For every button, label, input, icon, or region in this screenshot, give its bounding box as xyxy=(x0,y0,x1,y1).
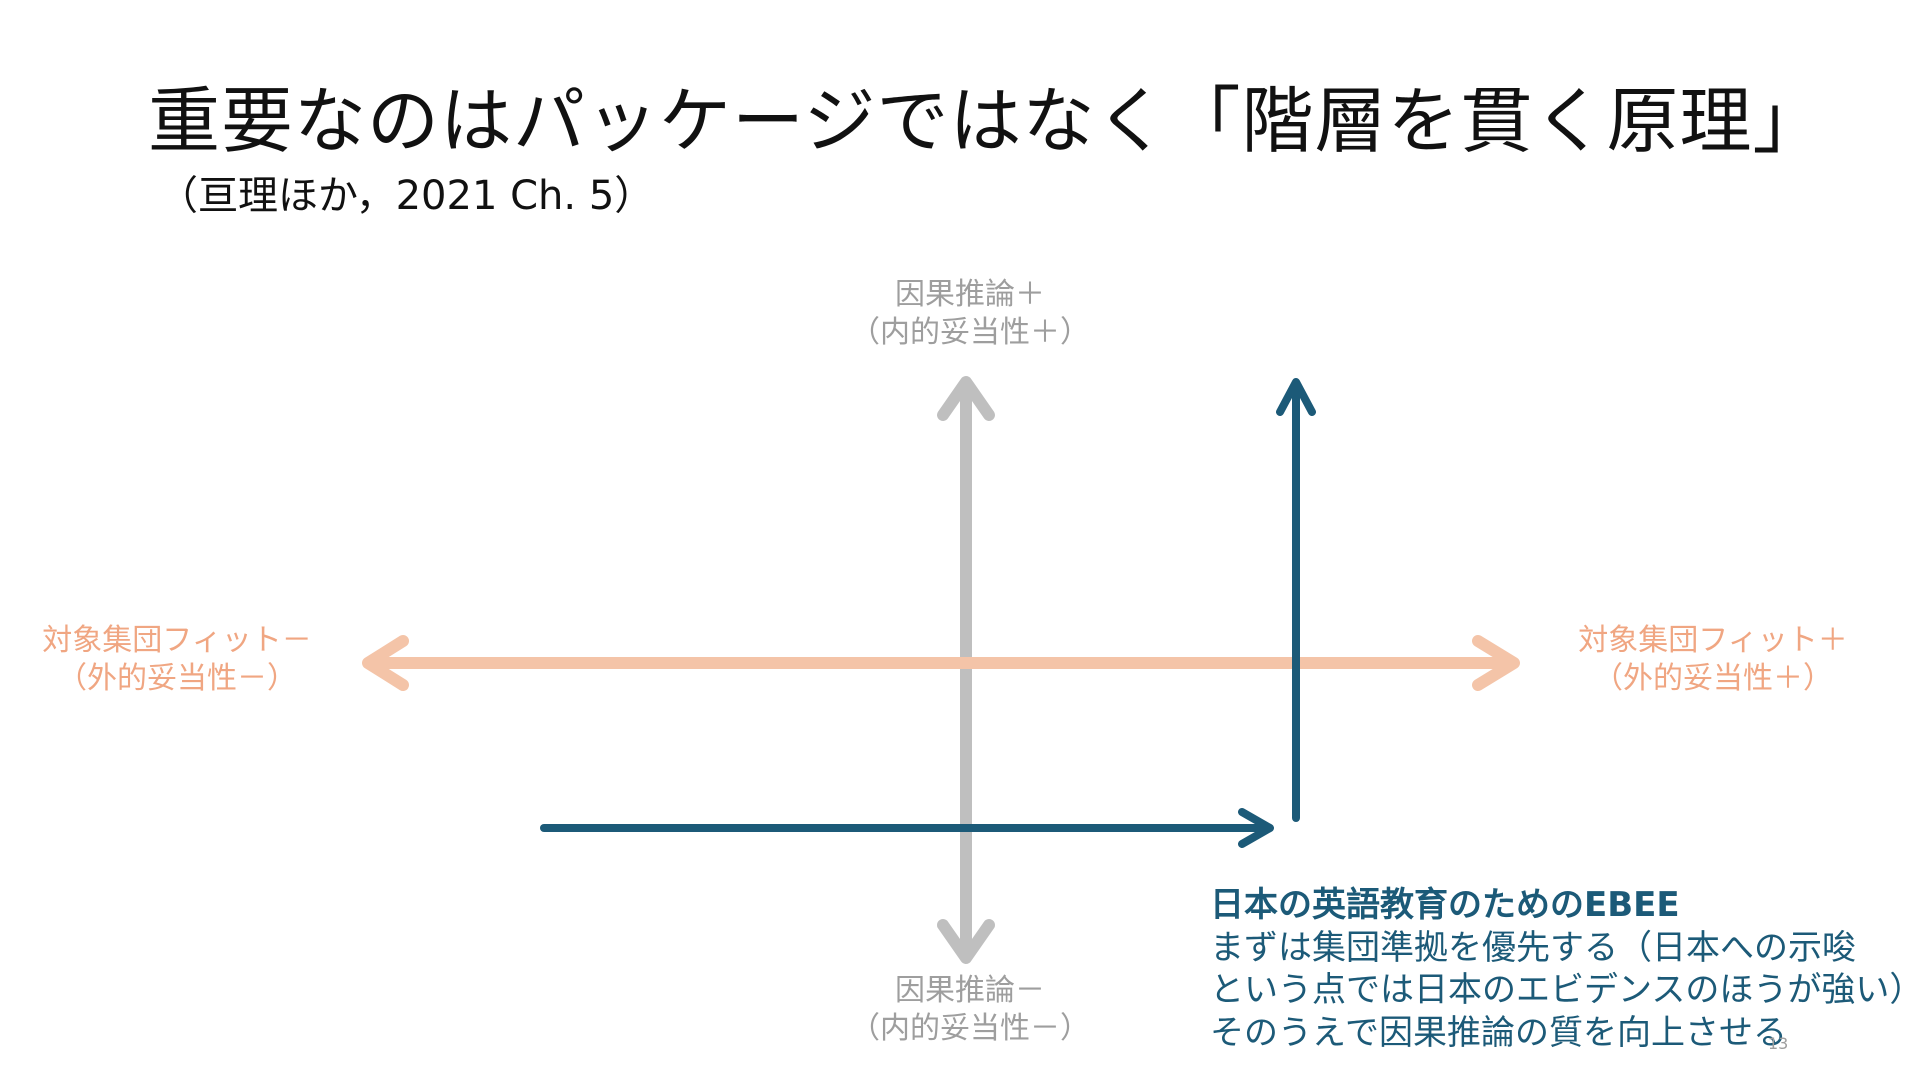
axis-label-top: 因果推論＋ （内的妥当性＋） xyxy=(840,276,1100,351)
slide-title: 重要なのはパッケージではなく「階層を貫く原理」 xyxy=(148,79,1826,163)
axis-label-right: 対象集団フィット＋ （外的妥当性＋） xyxy=(1548,622,1878,697)
vertical-axis-arrow xyxy=(937,376,995,964)
axis-label-bottom: 因果推論－ （内的妥当性－） xyxy=(840,972,1100,1047)
ebee-note-line1: まずは集団準拠を優先する（日本への示唆 xyxy=(1210,927,1856,968)
ebee-note: 日本の英語教育のためのEBEE まずは集団準拠を優先する（日本への示唆 という点… xyxy=(1210,884,1920,1054)
slide-subtitle: （亘理ほか，2021 Ch. 5） xyxy=(158,173,655,219)
ebee-note-line2: という点では日本のエビデンスのほうが強い） xyxy=(1210,970,1920,1010)
ebee-note-line3: そのうえで因果推論の質を向上させる xyxy=(1210,1012,1787,1053)
horizontal-axis-arrow xyxy=(362,635,1520,691)
axis-label-right-line2: （外的妥当性＋） xyxy=(1593,660,1833,696)
axis-label-left-line2: （外的妥当性－） xyxy=(57,660,297,696)
axis-label-bottom-line1: 因果推論－ xyxy=(895,973,1045,1008)
axis-label-left-line1: 対象集団フィット－ xyxy=(42,623,312,658)
path-vertical-arrow xyxy=(1276,378,1316,822)
path-horizontal-arrow xyxy=(540,808,1274,848)
axis-label-top-line1: 因果推論＋ xyxy=(895,277,1045,312)
axis-label-bottom-line2: （内的妥当性－） xyxy=(850,1010,1090,1046)
axis-label-top-line2: （内的妥当性＋） xyxy=(850,314,1090,350)
axis-label-right-line1: 対象集団フィット＋ xyxy=(1578,623,1848,658)
ebee-note-heading: 日本の英語教育のためのEBEE xyxy=(1210,885,1680,925)
axis-label-left: 対象集団フィット－ （外的妥当性－） xyxy=(22,622,332,697)
page-number: 13 xyxy=(1768,1034,1789,1053)
